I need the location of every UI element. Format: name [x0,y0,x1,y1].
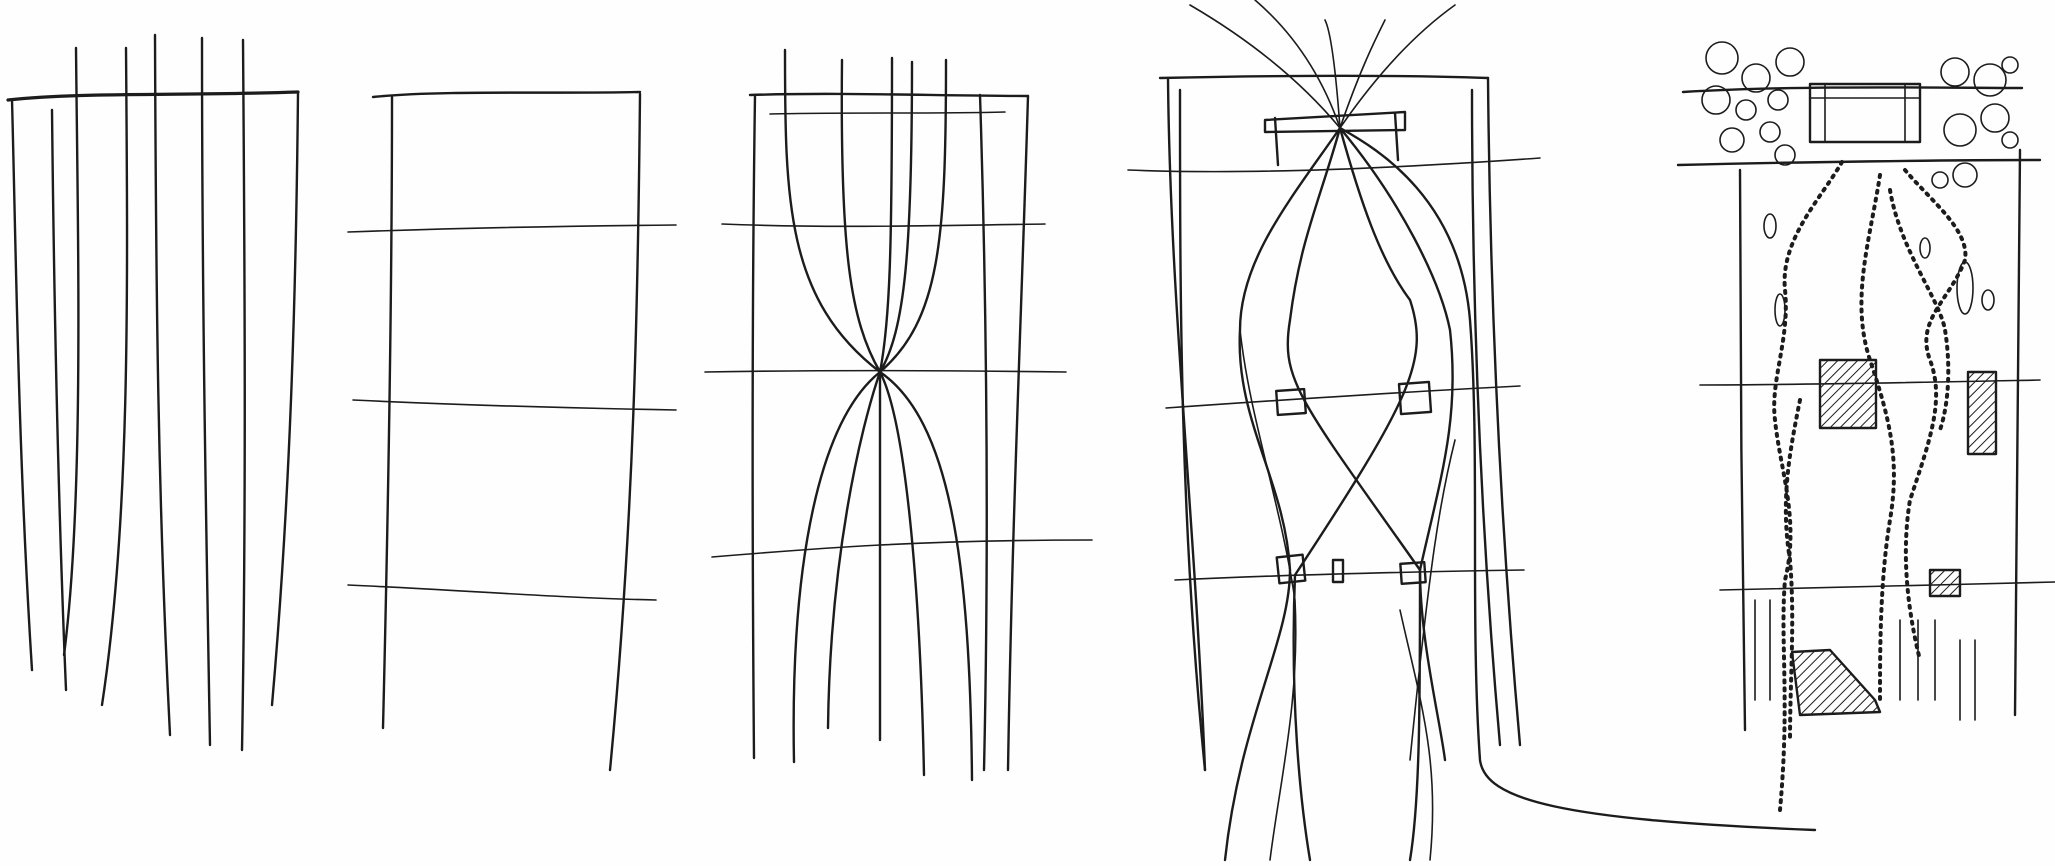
panel-3-converging-lines [705,50,1092,780]
panel-1-vertical-lines [8,35,298,750]
panel-4-converging-paths [1128,0,1815,860]
panel-5-site-plan [1678,42,2055,810]
panel-2-frame-crossbars [348,92,676,770]
